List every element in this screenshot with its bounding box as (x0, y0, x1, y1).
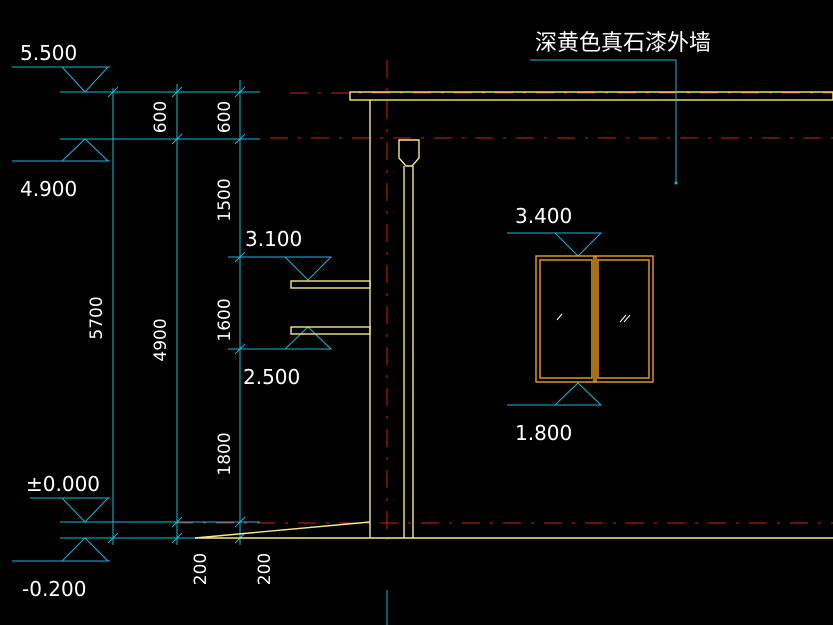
canopy-elevation-marks (283, 256, 333, 350)
elev-base: -0.200 (22, 577, 86, 601)
dimension-lines (107, 80, 330, 545)
dim-main: 4900 (151, 318, 171, 361)
dim-total: 5700 (87, 296, 107, 339)
dim-foot-left: 200 (191, 553, 211, 585)
dim-middle: 1600 (215, 298, 235, 341)
dim-parapet-left: 600 (151, 101, 171, 133)
axis-lines (175, 60, 833, 540)
note-leader (530, 59, 678, 185)
elev-window-bottom: 1.800 (515, 421, 572, 445)
left-elevation-marks (12, 66, 260, 562)
dim-lower: 1800 (215, 432, 235, 475)
window (507, 232, 654, 406)
elev-canopy-upper: 3.100 (245, 227, 302, 251)
wall-note: 深黄色真石漆外墙 (535, 31, 711, 56)
dim-upper: 1500 (215, 178, 235, 221)
elev-canopy-lower: 2.500 (243, 365, 300, 389)
dim-parapet-right: 600 (215, 101, 235, 133)
dim-foot-right: 200 (255, 553, 275, 585)
building-outline (194, 91, 833, 539)
elev-ground: ±0.000 (26, 472, 100, 496)
elev-eave: 4.900 (20, 177, 77, 201)
elev-window-top: 3.400 (515, 204, 572, 228)
elev-top: 5.500 (20, 41, 77, 65)
